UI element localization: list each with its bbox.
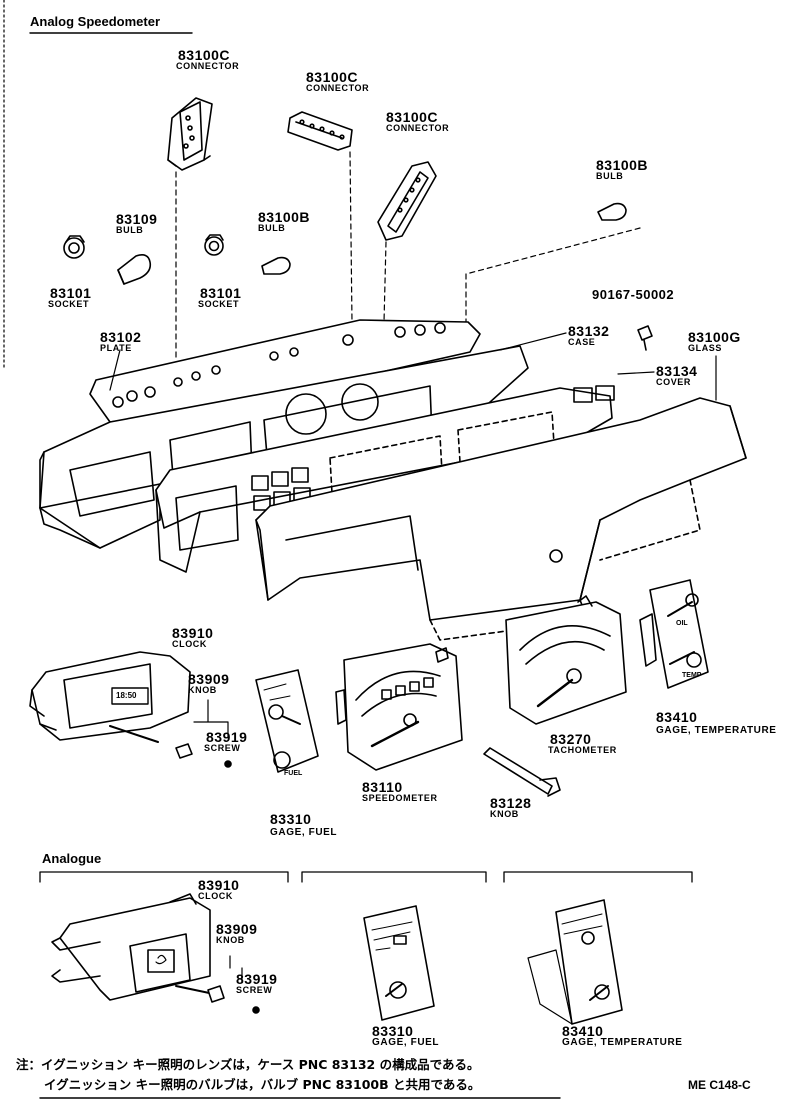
bulb-83100b-right-number: 83100B (596, 157, 649, 173)
fuel-bottom-name: GAGE, FUEL (372, 1037, 440, 1048)
socket-b-drawing (204, 234, 224, 256)
tachometer-drawing (505, 595, 627, 725)
socket-a-name: SOCKET (48, 299, 90, 309)
connector-b-drawing (287, 111, 353, 151)
clock-top-name: CLOCK (172, 639, 207, 649)
oil-dial-text: OIL (676, 620, 688, 627)
knob-83128-number: 83128 (490, 795, 532, 811)
clock-bottom-name: CLOCK (198, 891, 233, 901)
clock-bottom-knob-leader (229, 955, 243, 983)
socket-b-number: 83101 (200, 285, 242, 301)
temp-dial-text: TEMP (682, 672, 702, 679)
connector-b-number: 83100C (306, 69, 359, 85)
screw-bottom-drawing (252, 1006, 260, 1014)
speedometer-number: 83110 (362, 779, 403, 795)
knob-top-name: KNOB (188, 685, 217, 695)
glass-name: GLASS (688, 343, 723, 353)
cover-number: 83134 (656, 363, 698, 379)
temp-bottom-name: GAGE, TEMPERATURE (562, 1037, 683, 1048)
fuel-top-name: GAGE, FUEL (270, 827, 338, 838)
tachometer-number: 83270 (550, 731, 592, 747)
knob-83128-name: KNOB (490, 809, 519, 819)
knob-bottom-drawing (207, 985, 225, 1003)
cover-leader (617, 371, 655, 375)
bottom-section-title: Analogue (42, 851, 102, 866)
speedometer-drawing (335, 643, 463, 771)
fuel-gauge-bottom-drawing (363, 905, 435, 1021)
screw-top-number: 83919 (206, 729, 248, 745)
fuel-top-number: 83310 (270, 811, 312, 827)
clock-knob-leader (193, 699, 229, 739)
temp-top-name: GAGE, TEMPERATURE (656, 725, 777, 736)
socket-a-number: 83101 (50, 285, 92, 301)
bulb-83109-drawing (117, 254, 152, 285)
footnote-line-2: イグニッション キー照明のバルブは，バルブ PNC 83100B と共用である。 (44, 1077, 481, 1092)
connector-c-drawing (377, 161, 437, 241)
top-section-title: Analog Speedometer (30, 14, 161, 29)
knob-bottom-number: 83909 (216, 921, 258, 937)
temp-gauge-bottom-drawing (527, 899, 623, 1025)
screw-90167-drawing (637, 325, 653, 351)
figure-code: ME C148-C (688, 1078, 751, 1092)
temp-bottom-number: 83410 (562, 1023, 604, 1039)
knob-bottom-name: KNOB (216, 935, 245, 945)
screw-bottom-number: 83919 (236, 971, 278, 987)
bottom-bracket-right (503, 871, 693, 883)
case-number: 83132 (568, 323, 610, 339)
glass-number: 83100G (688, 329, 741, 345)
connector-c-name: CONNECTOR (386, 123, 450, 133)
bulb-83100b-left-number: 83100B (258, 209, 311, 225)
socket-b-name: SOCKET (198, 299, 240, 309)
footnote-line-1: 注：イグニッション キー照明のレンズは，ケース PNC 83132 の構成品であ… (16, 1057, 480, 1072)
screw-top-drawing (224, 760, 232, 768)
clock-bottom-number: 83910 (198, 877, 240, 893)
bulb-83100b-right-drawing (597, 202, 627, 221)
fuel-bottom-number: 83310 (372, 1023, 414, 1039)
connector-a-drawing (167, 97, 213, 171)
case-leader (499, 332, 567, 351)
connector-a-name: CONNECTOR (176, 61, 240, 71)
bulb-right-leader (465, 227, 641, 275)
case-name: CASE (568, 337, 596, 347)
screw-top-name: SCREW (204, 743, 241, 753)
plate-number: 83102 (100, 329, 142, 345)
knob-top-drawing (175, 743, 193, 759)
bottom-bracket-left (39, 871, 289, 883)
bottom-bracket-middle (301, 871, 487, 883)
screw-bottom-name: SCREW (236, 985, 273, 995)
plate-leader (109, 349, 121, 391)
clock-top-number: 83910 (172, 625, 214, 641)
bulb-83109-name: BULB (116, 225, 144, 235)
connector-c-number: 83100C (386, 109, 439, 125)
connector-a-number: 83100C (178, 47, 231, 63)
fuel-gauge-top-drawing (255, 669, 319, 773)
speedometer-name: SPEEDOMETER (362, 793, 438, 803)
bulb-83100b-left-name: BULB (258, 223, 286, 233)
connector-b-leader (349, 151, 353, 323)
clock-display-text: 18:50 (116, 691, 137, 700)
bulb-83109-number: 83109 (116, 211, 158, 227)
bulb-83100b-left-drawing (261, 256, 291, 275)
knob-top-number: 83909 (188, 671, 230, 687)
clock-top-drawing (29, 651, 191, 743)
socket-a-drawing (63, 235, 85, 259)
bulb-83100b-right-name: BULB (596, 171, 624, 181)
screw-90167-number: 90167-50002 (592, 287, 675, 302)
tachometer-name: TACHOMETER (548, 745, 617, 755)
connector-c-leader (383, 241, 387, 323)
temp-top-number: 83410 (656, 709, 698, 725)
temp-gauge-top-drawing (639, 579, 709, 689)
plate-name: PLATE (100, 343, 132, 353)
knob-83128-drawing (483, 747, 561, 797)
cover-name: COVER (656, 377, 692, 387)
fuel-dial-text: FUEL (284, 770, 303, 777)
connector-b-name: CONNECTOR (306, 83, 370, 93)
clock-bottom-drawing (51, 893, 215, 1001)
